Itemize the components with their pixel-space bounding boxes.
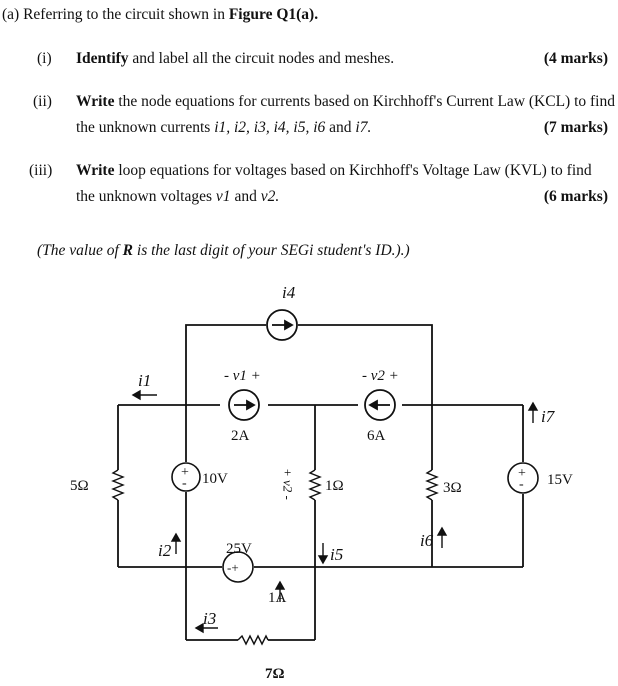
label-2a: 2A — [231, 428, 250, 444]
question-1-verb: Identify — [76, 50, 129, 67]
question-1-marks: (4 marks) — [543, 50, 608, 67]
resistor-5ohm — [111, 469, 125, 501]
question-2-marks: (7 marks) — [543, 119, 608, 136]
question-2-num: (ii) — [33, 93, 52, 110]
question-3-last-var: v2. — [260, 188, 280, 205]
circuit-labels: i4 i1 i2 i3 i5 i6 i7 - v1 + - v2 + + v2 … — [70, 283, 573, 682]
label-5ohm: 5Ω — [70, 478, 89, 494]
label-i3: i3 — [203, 609, 216, 628]
question-2-line2: the unknown currents i1, i2, i3, i4, i5,… — [76, 119, 371, 137]
label-i1: i1 — [138, 371, 151, 390]
polarity-25v: -+ — [227, 560, 239, 575]
circuit-wires — [117, 324, 524, 641]
question-3-line2-pre: the unknown voltages — [76, 188, 213, 205]
label-6a: 6A — [367, 428, 386, 444]
voltage-source-10v — [171, 462, 201, 492]
question-2-and: and — [329, 119, 352, 136]
resistor-7ohm — [237, 634, 269, 646]
voltage-sources — [171, 462, 539, 583]
voltage-source-15v — [507, 462, 539, 494]
plus-sign-10v: + — [181, 465, 189, 480]
student-id-note: (The value of R is the last digit of you… — [37, 242, 410, 260]
question-2-last-var: i7. — [355, 119, 372, 136]
label-15v: 15V — [547, 472, 573, 488]
header-part: (a) Referring to the circuit shown in — [2, 6, 225, 23]
label-v2-polarity: - v2 + — [362, 368, 399, 384]
label-1ohm: 1Ω — [325, 478, 344, 494]
question-3-vars: v1 — [215, 188, 231, 205]
label-1a: 1A — [268, 590, 287, 606]
note-pre: (The value of — [37, 242, 119, 259]
question-2-vars: i1, i2, i3, i4, i5, i6 — [214, 119, 326, 136]
question-3-and: and — [234, 188, 257, 205]
plus-sign-15v: + — [518, 466, 526, 481]
label-25v: 25V — [226, 541, 252, 557]
question-3-text: Write loop equations for voltages based … — [76, 162, 592, 180]
label-v1-polarity: - v1 + — [224, 368, 261, 384]
current-sources — [228, 309, 396, 421]
question-2-verb: Write — [76, 93, 115, 110]
question-header: (a) Referring to the circuit shown in Fi… — [2, 6, 318, 24]
label-i4: i4 — [282, 283, 296, 302]
question-1-text: Identify and label all the circuit nodes… — [76, 50, 394, 68]
question-2-text: Write the node equations for currents ba… — [76, 93, 615, 111]
source-arrows — [234, 319, 390, 411]
voltage-polarity: + - -+ + - — [181, 465, 526, 575]
question-1-num: (i) — [37, 50, 52, 67]
minus-sign-15v: - — [519, 477, 524, 492]
question-2-line2-pre: the unknown currents — [76, 119, 211, 136]
current-arrows — [131, 389, 539, 634]
resistors — [111, 469, 439, 646]
label-i6: i6 — [420, 531, 434, 550]
question-3-num: (iii) — [29, 162, 53, 179]
voltage-source-25v — [222, 551, 254, 583]
resistor-3ohm — [425, 469, 439, 501]
question-1-body: and label all the circuit nodes and mesh… — [132, 50, 395, 67]
header-figure: Figure Q1(a). — [228, 6, 319, 23]
question-3-line2: the unknown voltages v1 and v2. — [76, 188, 279, 206]
label-v2-side: + v2 - — [281, 468, 296, 500]
question-2-body: the node equations for currents based on… — [118, 93, 615, 110]
label-i2: i2 — [158, 541, 172, 560]
label-10v: 10V — [202, 471, 228, 487]
label-i7: i7 — [541, 407, 556, 426]
minus-sign-10v: - — [182, 476, 187, 491]
resistor-1ohm — [308, 469, 322, 501]
note-post: is the last digit of your SEGi student's… — [136, 242, 410, 259]
question-3-marks: (6 marks) — [543, 188, 608, 205]
label-i5: i5 — [330, 545, 343, 564]
question-3-body: loop equations for voltages based on Kir… — [118, 162, 592, 179]
label-7ohm: 7Ω — [265, 666, 285, 682]
label-3ohm: 3Ω — [443, 480, 462, 496]
note-var: R — [122, 242, 134, 259]
question-3-verb: Write — [76, 162, 115, 179]
